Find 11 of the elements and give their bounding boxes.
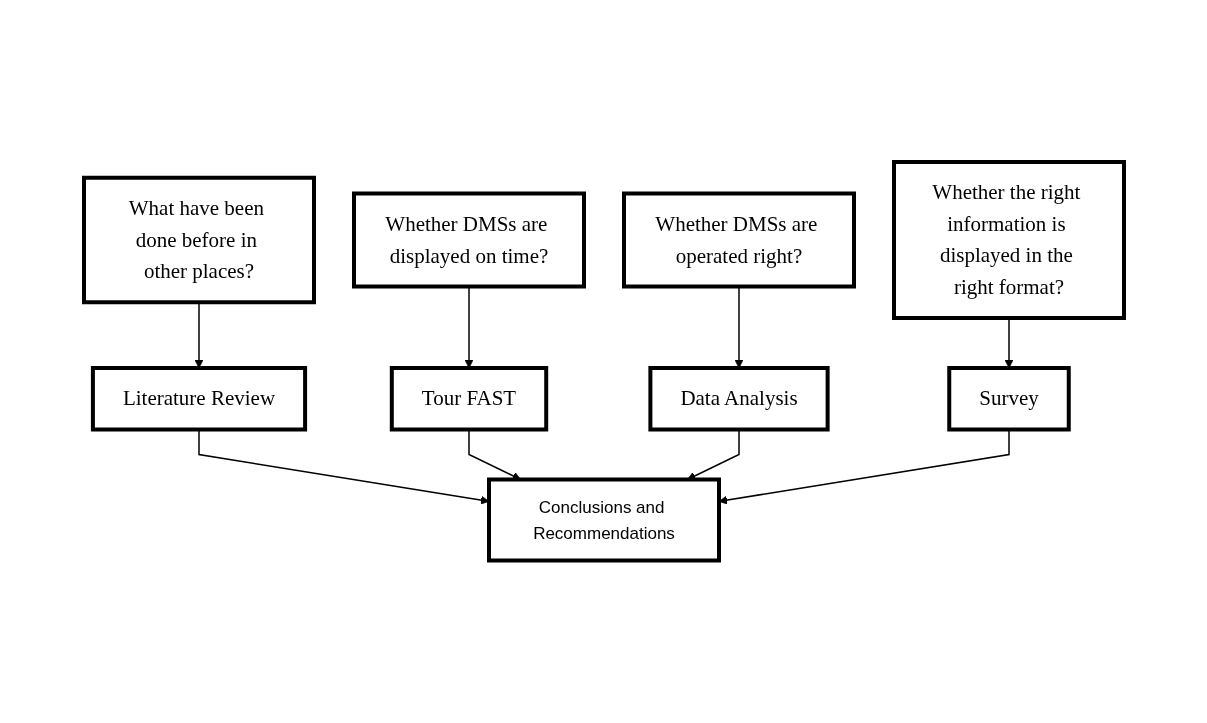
arrow [734, 286, 743, 369]
node-box: Survey [946, 366, 1071, 432]
node-box: What have been done before in other places? [81, 176, 316, 305]
node-box: Tour FAST [389, 366, 548, 432]
arrow [464, 286, 473, 369]
node-box: Data Analysis [647, 366, 830, 432]
node-box: Conclusions and Recommendations [486, 477, 721, 563]
node-box: Literature Review [90, 366, 307, 432]
node-box: Whether the right information is displayed in the right format? [891, 160, 1126, 321]
node-box: Whether DMSs are operated right? [621, 191, 856, 289]
node-box: Whether DMSs are displayed on time? [351, 191, 586, 289]
